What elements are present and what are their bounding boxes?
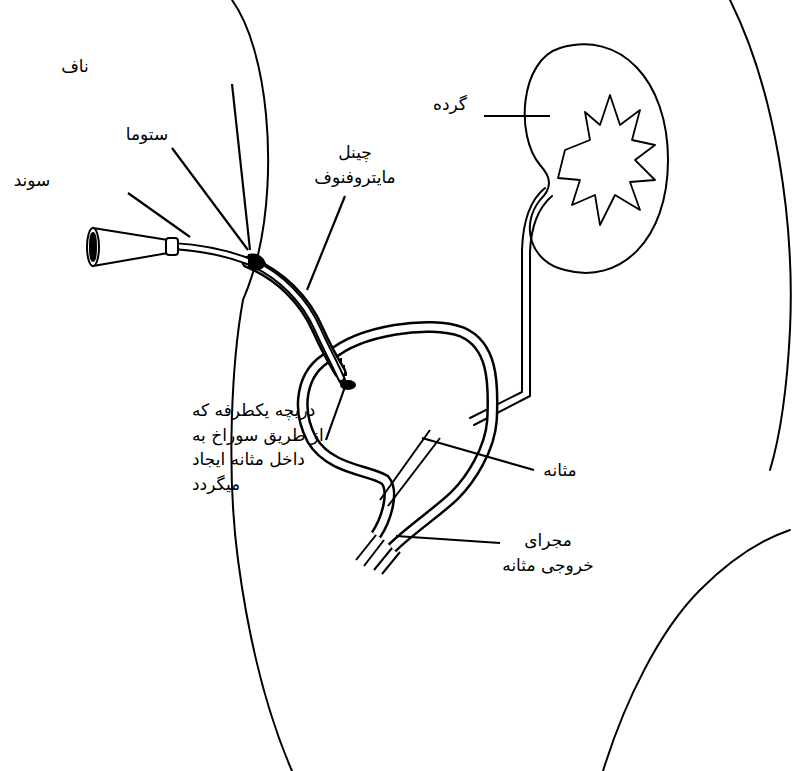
leg-outline [603, 530, 790, 771]
kidney [525, 44, 668, 273]
ureter [474, 196, 552, 425]
body-outline [231, 0, 292, 771]
body-outline [730, 0, 791, 470]
valve [340, 358, 356, 390]
part-label: سوند [4, 168, 60, 193]
ureter [470, 188, 545, 418]
urethra [356, 430, 440, 574]
leader-line [128, 84, 550, 543]
stoma [248, 253, 266, 270]
renal-pelvis [558, 95, 655, 225]
part-label: ناف [40, 54, 110, 79]
part-label: گرده [420, 92, 480, 117]
catheter-funnel [87, 228, 178, 266]
part-label: ستوما [112, 122, 182, 147]
part-label: دریچه یکطرفه که از طریق سوراخ به داخل مث… [192, 398, 326, 497]
part-label: مثانه [530, 458, 590, 483]
part-label: چینل مایتروفنوف [300, 140, 410, 189]
part-label: مجرای خروجی مثانه [498, 528, 598, 577]
